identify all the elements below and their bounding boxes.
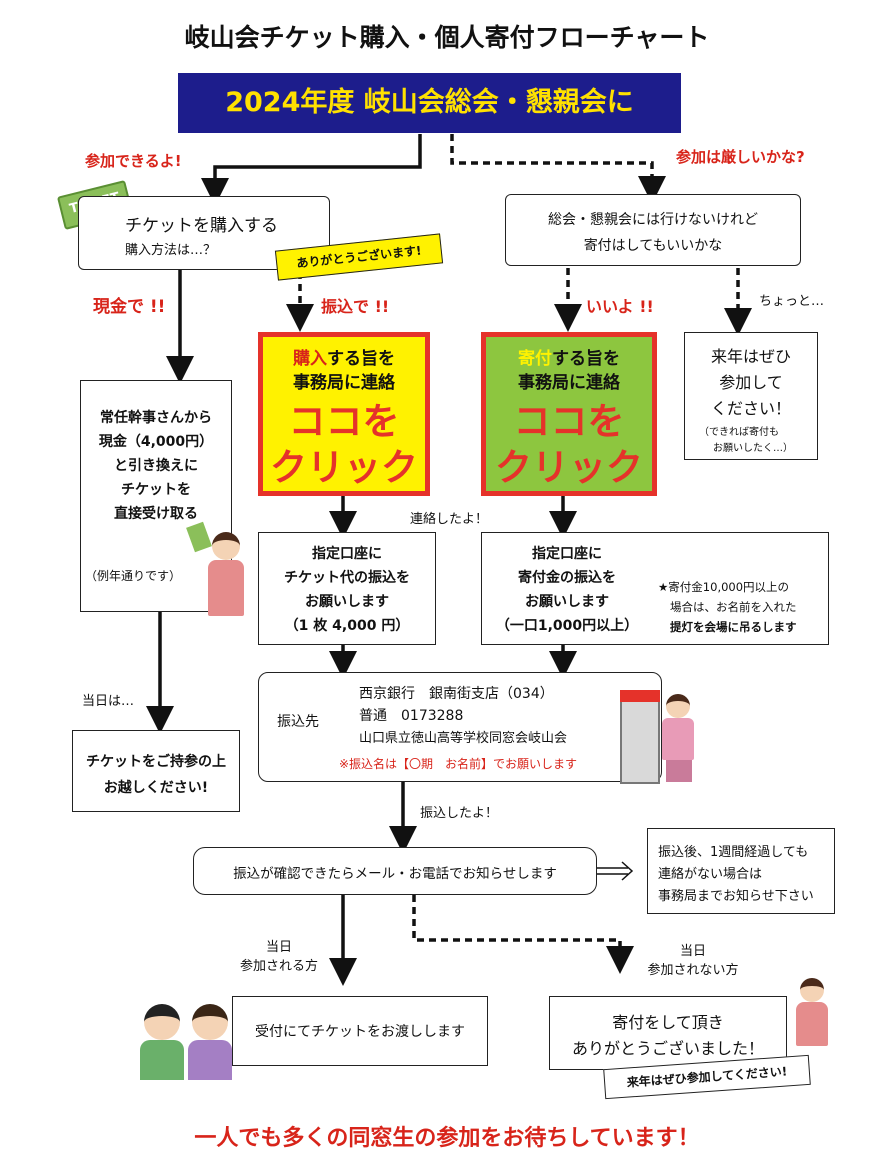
branch-yes-label: 参加できるよ! (85, 152, 182, 170)
donate-big-2: クリック (495, 446, 643, 489)
bring-ticket-line-2: お越しください! (103, 780, 209, 796)
donation-transfer-line-1: 指定口座に (532, 546, 602, 562)
next-year-line-1: 来年はぜひ (710, 347, 791, 366)
purchase-line2: 事務局に連絡 (293, 373, 395, 393)
cash-line-3: と引き換えに (114, 458, 198, 474)
thanks-donation-line-1: 寄付をして頂き (612, 1013, 724, 1032)
label-not-attend-day: 当日 参加されない方 (630, 940, 756, 978)
ticket-transfer-line-3: お願いします (305, 594, 389, 610)
not-attend-box: 総会・懇親会には行けないけれど 寄付はしてもいいかな (505, 194, 801, 266)
donation-note-1: ★寄付金10,000円以上の (658, 580, 790, 594)
purchase-rest: する旨を (327, 349, 395, 369)
donate-contact-click-box[interactable]: 寄付する旨を 事務局に連絡 ココを クリック (481, 332, 657, 496)
arrow-to-buy (201, 134, 422, 206)
couple-illustration (140, 1000, 240, 1080)
label-attend-day-1: 当日 (265, 940, 292, 955)
bowing-woman-illustration (790, 976, 834, 1046)
page-title: 岐山会チケット購入・個人寄付フローチャート (184, 23, 710, 52)
cash-line-4: チケットを (121, 482, 191, 498)
not-attend-line1: 総会・懇親会には行けないけれど (548, 212, 758, 228)
label-transfer: 振込で !! (321, 297, 390, 316)
label-not-attend-day-1: 当日 (679, 944, 706, 959)
confirm-text: 振込が確認できたらメール・お電話でお知らせします (233, 866, 557, 882)
donate-line2: 事務局に連絡 (518, 373, 620, 393)
next-year-box: 来年はぜひ 参加して ください！ （できれば寄付も お願いしたく…） (684, 332, 818, 460)
purchase-big-2: クリック (270, 446, 418, 489)
next-year-note-1: （できれば寄付も (699, 427, 779, 438)
confirm-box: 振込が確認できたらメール・お電話でお知らせします (193, 847, 597, 895)
after-week-line-3: 事務局までお知らせ下さい (658, 889, 814, 904)
header-banner: 2024年度 岐山会総会・懇親会に (178, 73, 681, 133)
next-year-note-2: お願いしたく…） (713, 443, 793, 454)
branch-no-label: 参加は厳しいかな? (676, 148, 805, 166)
footer-message: 一人でも多くの同窓生の参加をお待ちしています！ (194, 1125, 700, 1151)
label-attend-day-2: 参加される方 (239, 959, 318, 974)
bank-label: 振込先 (277, 714, 319, 730)
donate-big-1: ココを (513, 400, 625, 443)
arrow-to-not-attend (450, 134, 666, 204)
label-cash: 現金で !! (93, 297, 166, 317)
purchase-contact-click-box[interactable]: 購入する旨を 事務局に連絡 ココを クリック (258, 332, 430, 496)
buy-ticket-sub: 購入方法は…？ (125, 243, 217, 258)
ticket-transfer-line-2: チケット代の振込を (284, 570, 410, 586)
donate-rest: する旨を (552, 349, 620, 369)
ticket-transfer-line-4: （1 枚 4,000 円） (284, 618, 410, 634)
next-year-line-2: 参加して (719, 373, 783, 392)
label-contacted: 連絡したよ！ (410, 512, 489, 527)
donation-transfer-line-3: お願いします (525, 594, 609, 610)
donate-highlight: 寄付 (518, 349, 552, 369)
bank-account: 普通 0173288 (359, 708, 464, 724)
reception-box: 受付にてチケットをお渡しします (232, 996, 488, 1066)
cash-line-1: 常任幹事さんから (100, 410, 212, 426)
donation-note-3: 提灯を会場に吊るします (670, 620, 797, 634)
ticket-transfer-line-1: 指定口座に (312, 546, 382, 562)
next-year-line-3: ください！ (710, 399, 791, 418)
bank-name: 西京銀行 銀南街支店（034） (359, 686, 554, 702)
donation-note-2: 場合は、お名前を入れた (670, 600, 797, 614)
ticket-transfer-box: 指定口座に チケット代の振込を お願いします （1 枚 4,000 円） (258, 532, 436, 645)
bank-info-box: 振込先 西京銀行 銀南街支店（034） 普通 0173288 山口県立徳山高等学… (258, 672, 662, 782)
label-ok: いいよ !! (586, 297, 654, 316)
label-attend-day: 当日 参加される方 (224, 936, 334, 974)
purchase-big-1: ココを (288, 400, 400, 443)
donation-transfer-line-2: 寄付金の振込を (518, 570, 616, 586)
cash-box: 常任幹事さんから 現金（4,000円） と引き換えに チケットを 直接受け取る … (80, 380, 232, 612)
person-with-ticket-illustration (186, 521, 250, 618)
label-transferred: 振込したよ！ (420, 806, 499, 821)
cash-note: （例年通りです） (85, 569, 182, 583)
buy-ticket-title: チケットを購入する (125, 216, 278, 236)
donation-transfer-box: 指定口座に 寄付金の振込を お願いします （一口1,000円以上） ★寄付金10… (481, 532, 829, 645)
header-text: 2024年度 岐山会総会・懇親会に (225, 87, 634, 118)
cash-line-5: 直接受け取る (114, 506, 198, 522)
after-week-box: 振込後、1週間経過しても 連絡がない場合は 事務局までお知らせ下さい (647, 828, 835, 914)
donation-transfer-line-4: （一口1,000円以上） (495, 618, 639, 634)
bank-account-name: 山口県立徳山高等学校同窓会岐山会 (359, 731, 568, 746)
purchase-highlight: 購入 (293, 349, 327, 369)
atm-illustration (616, 690, 700, 790)
arrow-confirm-thanks (412, 895, 634, 974)
bank-note: ※振込名は【〇期 お名前】でお願いします (339, 757, 578, 771)
after-week-line-2: 連絡がない場合は (658, 867, 763, 882)
cash-line-2: 現金（4,000円） (98, 434, 214, 450)
label-little: ちょっと… (759, 294, 825, 309)
label-on-day: 当日は… (82, 694, 135, 709)
thanks-donation-box: 寄付をして頂き ありがとうございました！ (549, 996, 787, 1070)
reception-text: 受付にてチケットをお渡しします (255, 1024, 465, 1040)
bring-ticket-box: チケットをご持参の上 お越しください! (72, 730, 240, 812)
thanks-donation-line-2: ありがとうございました！ (571, 1039, 764, 1058)
bring-ticket-line-1: チケットをご持参の上 (86, 754, 226, 770)
after-week-line-1: 振込後、1週間経過しても (658, 845, 809, 860)
label-not-attend-day-2: 参加されない方 (647, 963, 739, 978)
not-attend-line2: 寄付はしてもいいかな (583, 238, 723, 254)
